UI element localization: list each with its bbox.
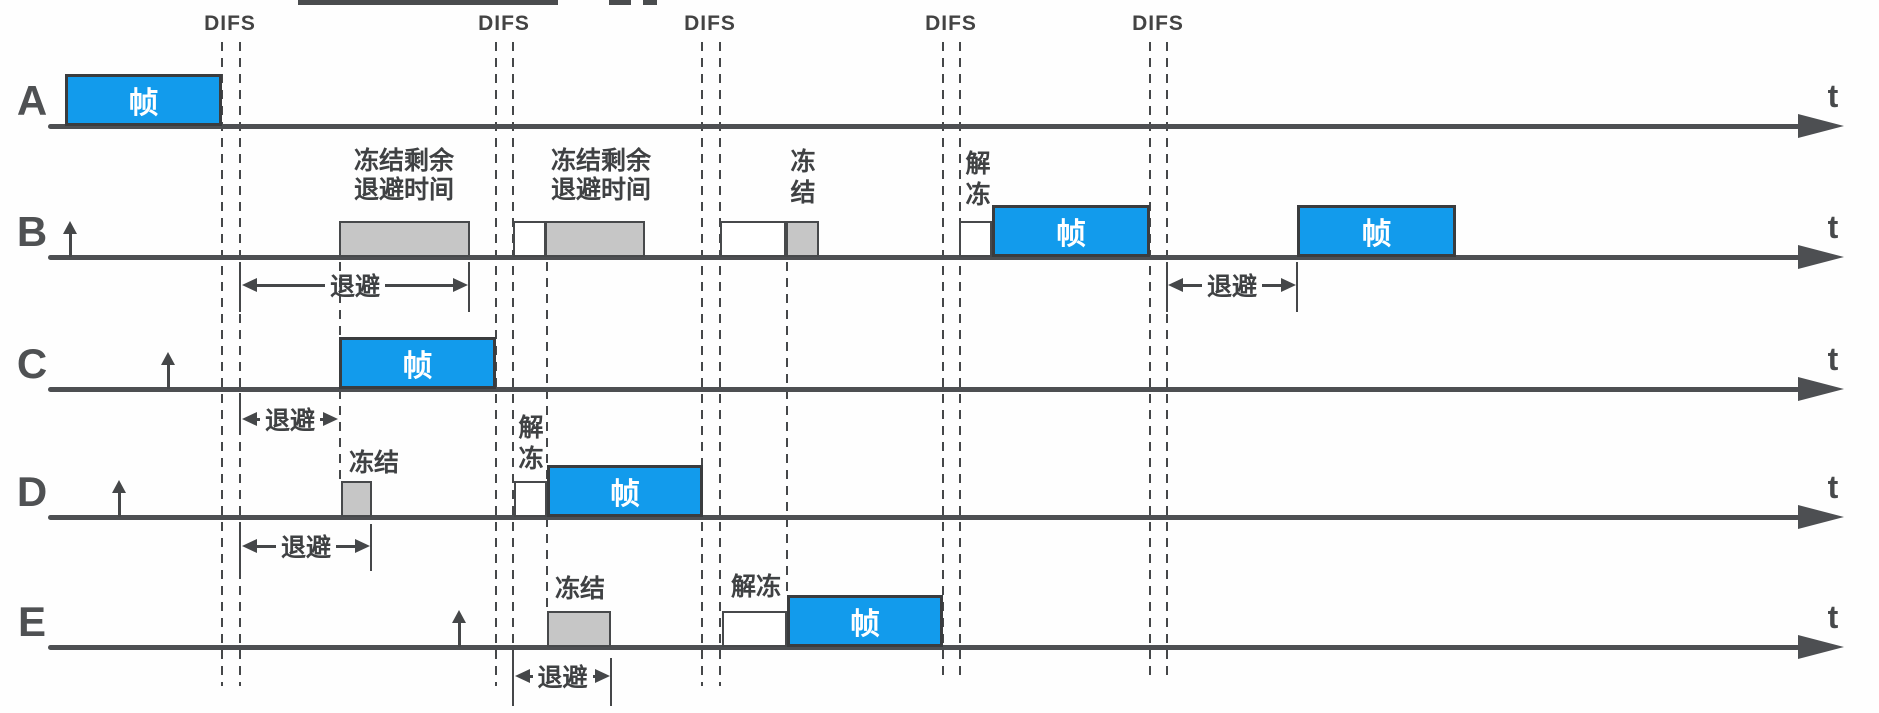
timeline-a — [48, 124, 1800, 129]
difs-dashed-line — [239, 42, 241, 686]
backoff-tick — [239, 262, 241, 312]
backoff-tick — [370, 524, 372, 571]
frame-e: 帧 — [787, 595, 943, 647]
difs-dashed-line — [512, 42, 514, 686]
difs-dashed-line — [701, 42, 703, 686]
backoff-tick — [1296, 262, 1298, 312]
arrow-up-icon — [161, 352, 175, 365]
arrow-up-icon — [452, 610, 466, 623]
frame-d: 帧 — [547, 465, 703, 517]
station-label-e: E — [17, 598, 46, 645]
timeline-e — [48, 645, 1800, 650]
unfreeze-box-b — [959, 221, 992, 257]
frame-b-1: 帧 — [992, 205, 1150, 257]
send-request-arrow-c — [160, 352, 176, 389]
send-request-arrow-d — [111, 480, 127, 517]
timeline-arrowhead-d — [1798, 505, 1844, 529]
arrow-left-icon — [242, 539, 257, 553]
difs-dashed-line — [719, 42, 721, 686]
timeline-c — [48, 387, 1800, 392]
resumed-backoff-box-b-1 — [513, 221, 546, 257]
time-axis-label-c: t — [1827, 341, 1839, 377]
difs-dashed-line — [221, 42, 223, 686]
frame-a: 帧 — [65, 74, 222, 126]
timeline-arrowhead-c — [1798, 377, 1844, 401]
arrow-right-icon — [453, 278, 469, 292]
backoff-arrow-b-2: 退避 — [1168, 272, 1297, 301]
backoff-arrow-d: 退避 — [242, 533, 371, 562]
difs-dashed-line — [495, 42, 497, 686]
frozen-backoff-box-b-2 — [545, 221, 645, 257]
frozen-backoff-box-b-1 — [339, 221, 470, 257]
arrow-left-icon — [242, 412, 257, 426]
frame-b-2: 帧 — [1297, 205, 1456, 257]
time-axis-label-e: t — [1827, 599, 1839, 635]
arrow-right-icon — [323, 412, 339, 426]
backoff-tick — [512, 658, 514, 706]
station-label-d: D — [16, 468, 48, 515]
station-label-c: C — [16, 340, 48, 387]
backoff-arrow-b-1: 退避 — [242, 272, 469, 301]
backoff-tick — [1166, 262, 1168, 312]
frozen-backoff-box-e — [547, 611, 611, 647]
send-request-arrow-e — [451, 610, 467, 647]
timeline-arrowhead-a — [1798, 114, 1844, 138]
backoff-arrow-e: 退避 — [515, 663, 611, 692]
arrow-left-icon — [242, 278, 257, 292]
unfreeze-box-d — [514, 481, 547, 517]
unfreeze-label-e: 解冻 — [730, 573, 781, 601]
timeline-arrowhead-e — [1798, 635, 1844, 659]
freeze-label-d: 冻结 — [348, 449, 399, 477]
backoff-tick — [239, 393, 241, 431]
backoff-arrow-c: 退避 — [242, 406, 339, 435]
difs-label-2: DIFS — [478, 12, 530, 35]
station-label-a: A — [16, 77, 48, 124]
backoff-tick — [468, 262, 470, 312]
frozen-backoff-box-b-3 — [786, 221, 819, 257]
station-label-b: B — [16, 208, 48, 255]
resumed-backoff-box-b-2 — [720, 221, 786, 257]
freeze-remaining-label-b-1: 冻结剩余退避时间 — [353, 147, 454, 204]
cropped-title-fragment — [298, 0, 558, 5]
backoff-tick — [239, 524, 241, 571]
cropped-title-fragment — [643, 0, 657, 5]
difs-label-4: DIFS — [925, 12, 977, 35]
unfreeze-label-d: 解冻 — [518, 414, 544, 473]
difs-label-1: DIFS — [204, 12, 256, 35]
unfreeze-label-b: 解冻 — [965, 150, 991, 209]
arrow-right-icon — [595, 669, 611, 683]
time-axis-label-d: t — [1827, 469, 1839, 505]
timeline-arrowhead-b — [1798, 245, 1844, 269]
arrow-right-icon — [355, 539, 371, 553]
frozen-backoff-box-d — [341, 481, 372, 517]
difs-dashed-line — [959, 42, 961, 682]
difs-dashed-line — [1166, 42, 1168, 682]
timeline-b — [48, 255, 1800, 260]
difs-label-3: DIFS — [684, 12, 736, 35]
arrow-right-icon — [1281, 278, 1297, 292]
freeze-label-b: 冻结 — [790, 148, 816, 207]
unfreeze-box-e — [722, 611, 787, 647]
difs-dashed-line — [1149, 42, 1151, 682]
arrow-up-icon — [112, 480, 126, 493]
difs-label-5: DIFS — [1132, 12, 1184, 35]
frame-c: 帧 — [339, 337, 496, 389]
difs-dashed-line — [942, 42, 944, 682]
send-request-arrow-b — [62, 221, 78, 257]
timeline-d — [48, 515, 1800, 520]
time-axis-label-a: t — [1827, 78, 1839, 114]
freeze-label-e: 冻结 — [554, 575, 605, 603]
alignment-dashed-line-d-start — [546, 262, 548, 611]
backoff-tick — [610, 658, 612, 706]
freeze-remaining-label-b-2: 冻结剩余退避时间 — [550, 147, 651, 204]
time-axis-label-b: t — [1827, 209, 1839, 245]
arrow-up-icon — [63, 221, 77, 234]
cropped-title-fragment — [609, 0, 631, 5]
arrow-left-icon — [515, 669, 530, 683]
alignment-dashed-line-e-start — [786, 262, 788, 595]
arrow-left-icon — [1168, 278, 1183, 292]
